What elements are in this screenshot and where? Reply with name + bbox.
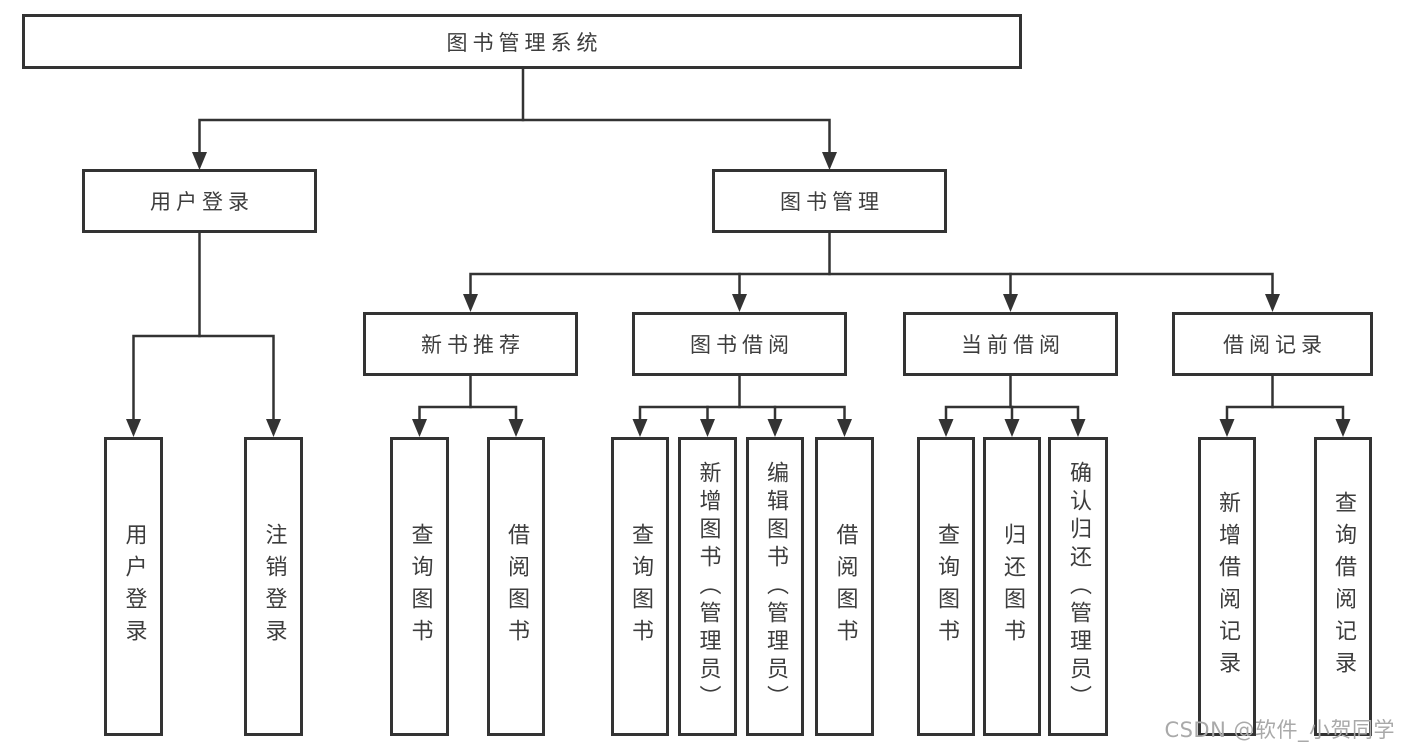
connector-root-bar bbox=[198, 118, 831, 153]
node-label: 查询借阅记录 bbox=[1331, 490, 1356, 683]
connector-group bbox=[132, 67, 1345, 421]
leaf-logout: 注销登录 bbox=[244, 437, 303, 736]
arrowhead-icon bbox=[508, 419, 524, 437]
connector-records-bar bbox=[1225, 405, 1345, 421]
node-user-login: 用户登录 bbox=[82, 169, 317, 233]
leaf-query-borrow-record: 查询借阅记录 bbox=[1314, 437, 1372, 736]
leaf-query-books-2: 查询图书 bbox=[611, 437, 669, 736]
node-library-management-system: 图书管理系统 bbox=[22, 14, 1022, 69]
arrowhead-icon bbox=[1265, 294, 1280, 312]
arrowhead-icon bbox=[732, 294, 747, 312]
node-label: 新书推荐 bbox=[421, 333, 525, 357]
node-label: 注销登录 bbox=[261, 522, 287, 651]
arrowhead-icon bbox=[837, 419, 852, 437]
node-label: 当前借阅 bbox=[961, 333, 1065, 357]
node-label: 图书管理系统 bbox=[446, 30, 603, 55]
node-book-management: 图书管理 bbox=[712, 169, 947, 233]
arrowhead-icon bbox=[700, 419, 715, 437]
node-label: 借阅图书 bbox=[832, 522, 858, 651]
arrowhead-icon bbox=[412, 419, 427, 437]
arrowhead-icon bbox=[266, 419, 281, 437]
arrowhead-icon bbox=[822, 152, 837, 170]
node-label: 图书管理 bbox=[780, 190, 884, 214]
arrowhead-icon bbox=[1335, 419, 1351, 437]
node-current-borrowing: 当前借阅 bbox=[903, 312, 1118, 376]
node-label: 查询图书 bbox=[407, 522, 433, 651]
leaf-user-login: 用户登录 bbox=[104, 437, 163, 736]
leaf-add-book-admin: 新增图书（管理员） bbox=[678, 437, 737, 736]
arrowhead-icon bbox=[1219, 419, 1235, 437]
node-label: 查询图书 bbox=[628, 522, 653, 651]
leaf-borrow-books-1: 借阅图书 bbox=[487, 437, 545, 736]
leaf-add-borrow-record: 新增借阅记录 bbox=[1198, 437, 1256, 736]
node-new-book-recommendation: 新书推荐 bbox=[363, 312, 578, 376]
arrowhead-icon bbox=[126, 419, 141, 437]
arrowhead-icon bbox=[463, 294, 478, 312]
connector-userlogin-bar bbox=[132, 334, 275, 421]
arrowhead-icon bbox=[1003, 294, 1018, 312]
node-label: 图书借阅 bbox=[690, 333, 794, 357]
leaf-edit-book-admin: 编辑图书（管理员） bbox=[746, 437, 804, 736]
leaf-confirm-return-admin: 确认归还（管理员） bbox=[1048, 437, 1108, 736]
leaf-query-books-1: 查询图书 bbox=[390, 437, 449, 736]
node-label: 归还图书 bbox=[1000, 522, 1025, 651]
connector-newbook-bar bbox=[418, 405, 518, 421]
node-label: 用户登录 bbox=[121, 522, 147, 651]
node-label: 借阅记录 bbox=[1223, 333, 1327, 357]
node-label: 查询图书 bbox=[934, 522, 959, 651]
arrowhead-icon bbox=[1004, 419, 1020, 437]
node-borrowing-records: 借阅记录 bbox=[1172, 312, 1373, 376]
arrowhead-icon bbox=[632, 419, 648, 437]
node-label: 借阅图书 bbox=[504, 522, 529, 651]
arrowhead-icon bbox=[767, 419, 783, 437]
node-label: 确认归还（管理员） bbox=[1066, 460, 1091, 713]
arrowheads-group bbox=[126, 152, 1351, 437]
node-label: 编辑图书（管理员） bbox=[763, 460, 788, 713]
node-label: 用户登录 bbox=[150, 190, 254, 214]
connector-borrowing-bar bbox=[638, 405, 846, 421]
arrowhead-icon bbox=[938, 419, 954, 437]
watermark: CSDN @软件_小贺同学 bbox=[1164, 718, 1395, 742]
leaf-return-book: 归还图书 bbox=[983, 437, 1041, 736]
arrowhead-icon bbox=[192, 152, 207, 170]
connector-bookmgmt-bar bbox=[469, 272, 1274, 296]
node-book-borrowing: 图书借阅 bbox=[632, 312, 847, 376]
leaf-query-books-3: 查询图书 bbox=[917, 437, 975, 736]
node-label: 新增图书（管理员） bbox=[695, 460, 721, 713]
leaf-borrow-books-2: 借阅图书 bbox=[815, 437, 874, 736]
arrowhead-icon bbox=[1070, 419, 1086, 437]
node-label: 新增借阅记录 bbox=[1215, 490, 1240, 683]
